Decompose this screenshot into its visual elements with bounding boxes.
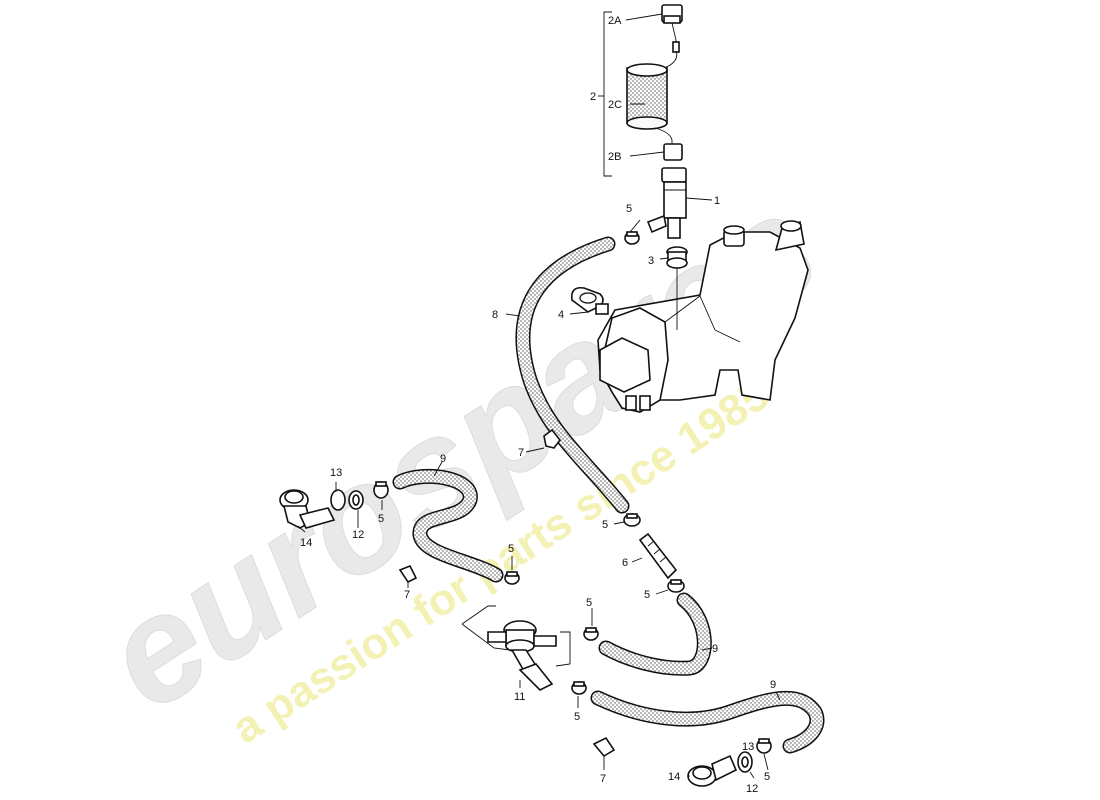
hose-clamp-5a — [624, 231, 640, 245]
callout-7-b: 7 — [404, 589, 410, 601]
part-1-pump — [646, 167, 713, 239]
callout-5-e: 5 — [644, 589, 650, 601]
part-2A-connector — [625, 4, 683, 69]
callout-2B: 2B — [608, 151, 621, 163]
hose-clamps — [373, 231, 772, 754]
hose-clamp-5f — [583, 627, 599, 641]
callout-5-a: 5 — [626, 203, 632, 215]
reservoir-tank — [597, 220, 809, 413]
leader-lines — [297, 219, 781, 779]
callout-7-a: 7 — [518, 447, 524, 459]
callout-6: 6 — [622, 557, 628, 569]
part-11-valve — [461, 605, 571, 691]
hose-clamp-5h — [756, 738, 772, 754]
hose-clamp-5c — [623, 513, 641, 527]
callouts: 2A 2 2C 2B 1 5 3 8 4 9 7 13 5 14 12 5 5 … — [300, 15, 776, 795]
hose-clamp-5g — [571, 681, 587, 695]
part-3-grommet — [659, 246, 688, 269]
clip-7b — [398, 564, 418, 584]
callout-5-f: 5 — [586, 597, 592, 609]
clip-7c — [592, 736, 616, 758]
callout-5-c: 5 — [602, 519, 608, 531]
callout-8: 8 — [492, 309, 498, 321]
callout-14-a: 14 — [300, 537, 312, 549]
callout-13-b: 13 — [742, 741, 754, 753]
group-2-bracket — [598, 11, 612, 177]
callout-7-c: 7 — [600, 773, 606, 785]
callout-2: 2 — [590, 91, 596, 103]
callout-13-a: 13 — [330, 467, 342, 479]
callout-9-b: 9 — [712, 643, 718, 655]
nozzle-group-upper — [279, 489, 364, 529]
hose-clamp-5d — [504, 571, 520, 585]
callout-5-g: 5 — [574, 711, 580, 723]
part-2B-connector — [629, 143, 683, 161]
callout-12-b: 12 — [746, 783, 758, 795]
nozzle-group-lower — [687, 751, 753, 787]
callout-1: 1 — [714, 195, 720, 207]
hose-clamp-5b — [373, 481, 389, 499]
clip-7a — [543, 428, 562, 449]
hoses — [392, 236, 825, 754]
callout-5-h: 5 — [764, 771, 770, 783]
clips — [398, 428, 616, 758]
part-4-clamp — [569, 286, 609, 315]
callout-2A: 2A — [608, 15, 622, 27]
part-6-connector — [638, 532, 678, 580]
callout-14-b: 14 — [668, 771, 680, 783]
callout-4: 4 — [558, 309, 564, 321]
callout-12-a: 12 — [352, 529, 364, 541]
callout-9-a: 9 — [440, 453, 446, 465]
callout-11: 11 — [514, 691, 525, 703]
callout-2C: 2C — [608, 99, 622, 111]
callout-5-b: 5 — [378, 513, 384, 525]
callout-9-c: 9 — [770, 679, 776, 691]
callout-5-d: 5 — [508, 543, 514, 555]
part-2C-filter — [626, 63, 673, 148]
hose-clamp-5e — [667, 579, 685, 593]
callout-3: 3 — [648, 255, 654, 267]
